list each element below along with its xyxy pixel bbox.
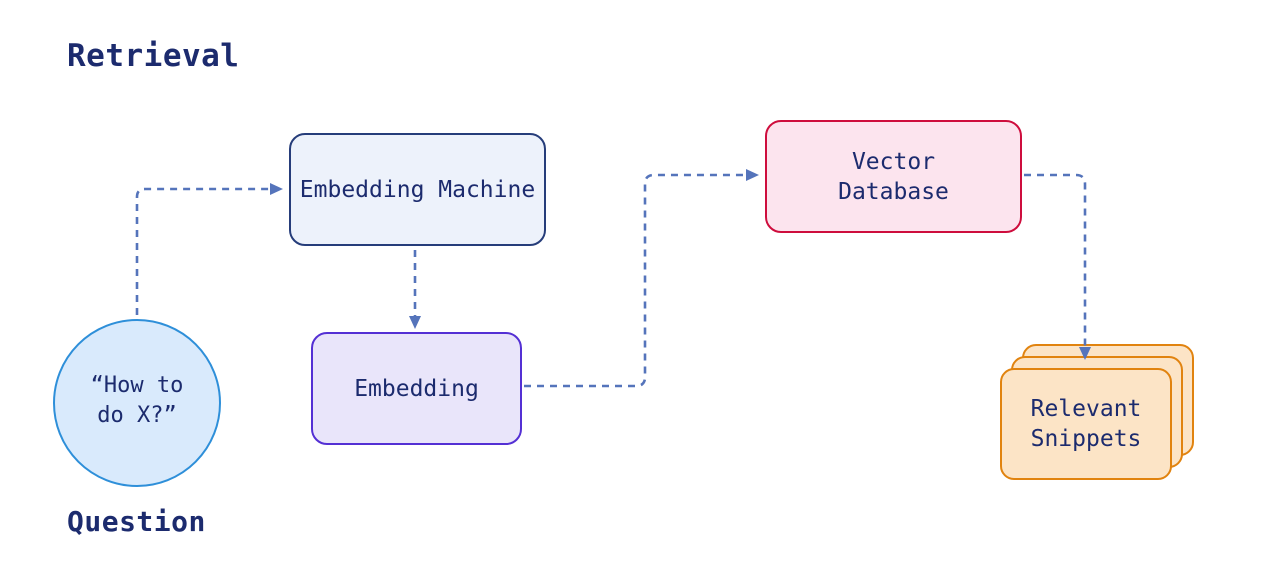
arrow-embedding-to-vector-database xyxy=(524,169,759,388)
question-caption: Question xyxy=(67,505,206,538)
node-relevant-snippets: Relevant Snippets xyxy=(1000,368,1172,480)
node-embedding: Embedding xyxy=(311,332,522,445)
relevant-snippets-line2: Snippets xyxy=(1030,426,1142,452)
relevant-snippets-text: Relevant Snippets xyxy=(1031,394,1142,454)
arrow-question-to-embedding-machine xyxy=(135,183,283,315)
question-bubble-text: “How to do X?” xyxy=(91,371,184,431)
vector-database-line1: Vector xyxy=(851,148,936,175)
relevant-snippets-line1: Relevant xyxy=(1030,396,1142,422)
diagram-title: Retrieval xyxy=(67,38,240,74)
node-embedding-machine: Embedding Machine xyxy=(289,133,546,246)
vector-database-text: Vector Database xyxy=(838,147,949,207)
question-bubble-line1: “How to xyxy=(90,373,184,398)
node-question-bubble: “How to do X?” xyxy=(53,319,221,487)
question-bubble-line2: do X?” xyxy=(97,403,177,428)
vector-database-line2: Database xyxy=(838,178,949,205)
node-vector-database: Vector Database xyxy=(765,120,1022,233)
embedding-machine-label: Embedding Machine xyxy=(299,176,536,203)
arrow-vector-database-to-relevant-snippets xyxy=(1024,173,1091,360)
embedding-label: Embedding xyxy=(354,375,479,402)
